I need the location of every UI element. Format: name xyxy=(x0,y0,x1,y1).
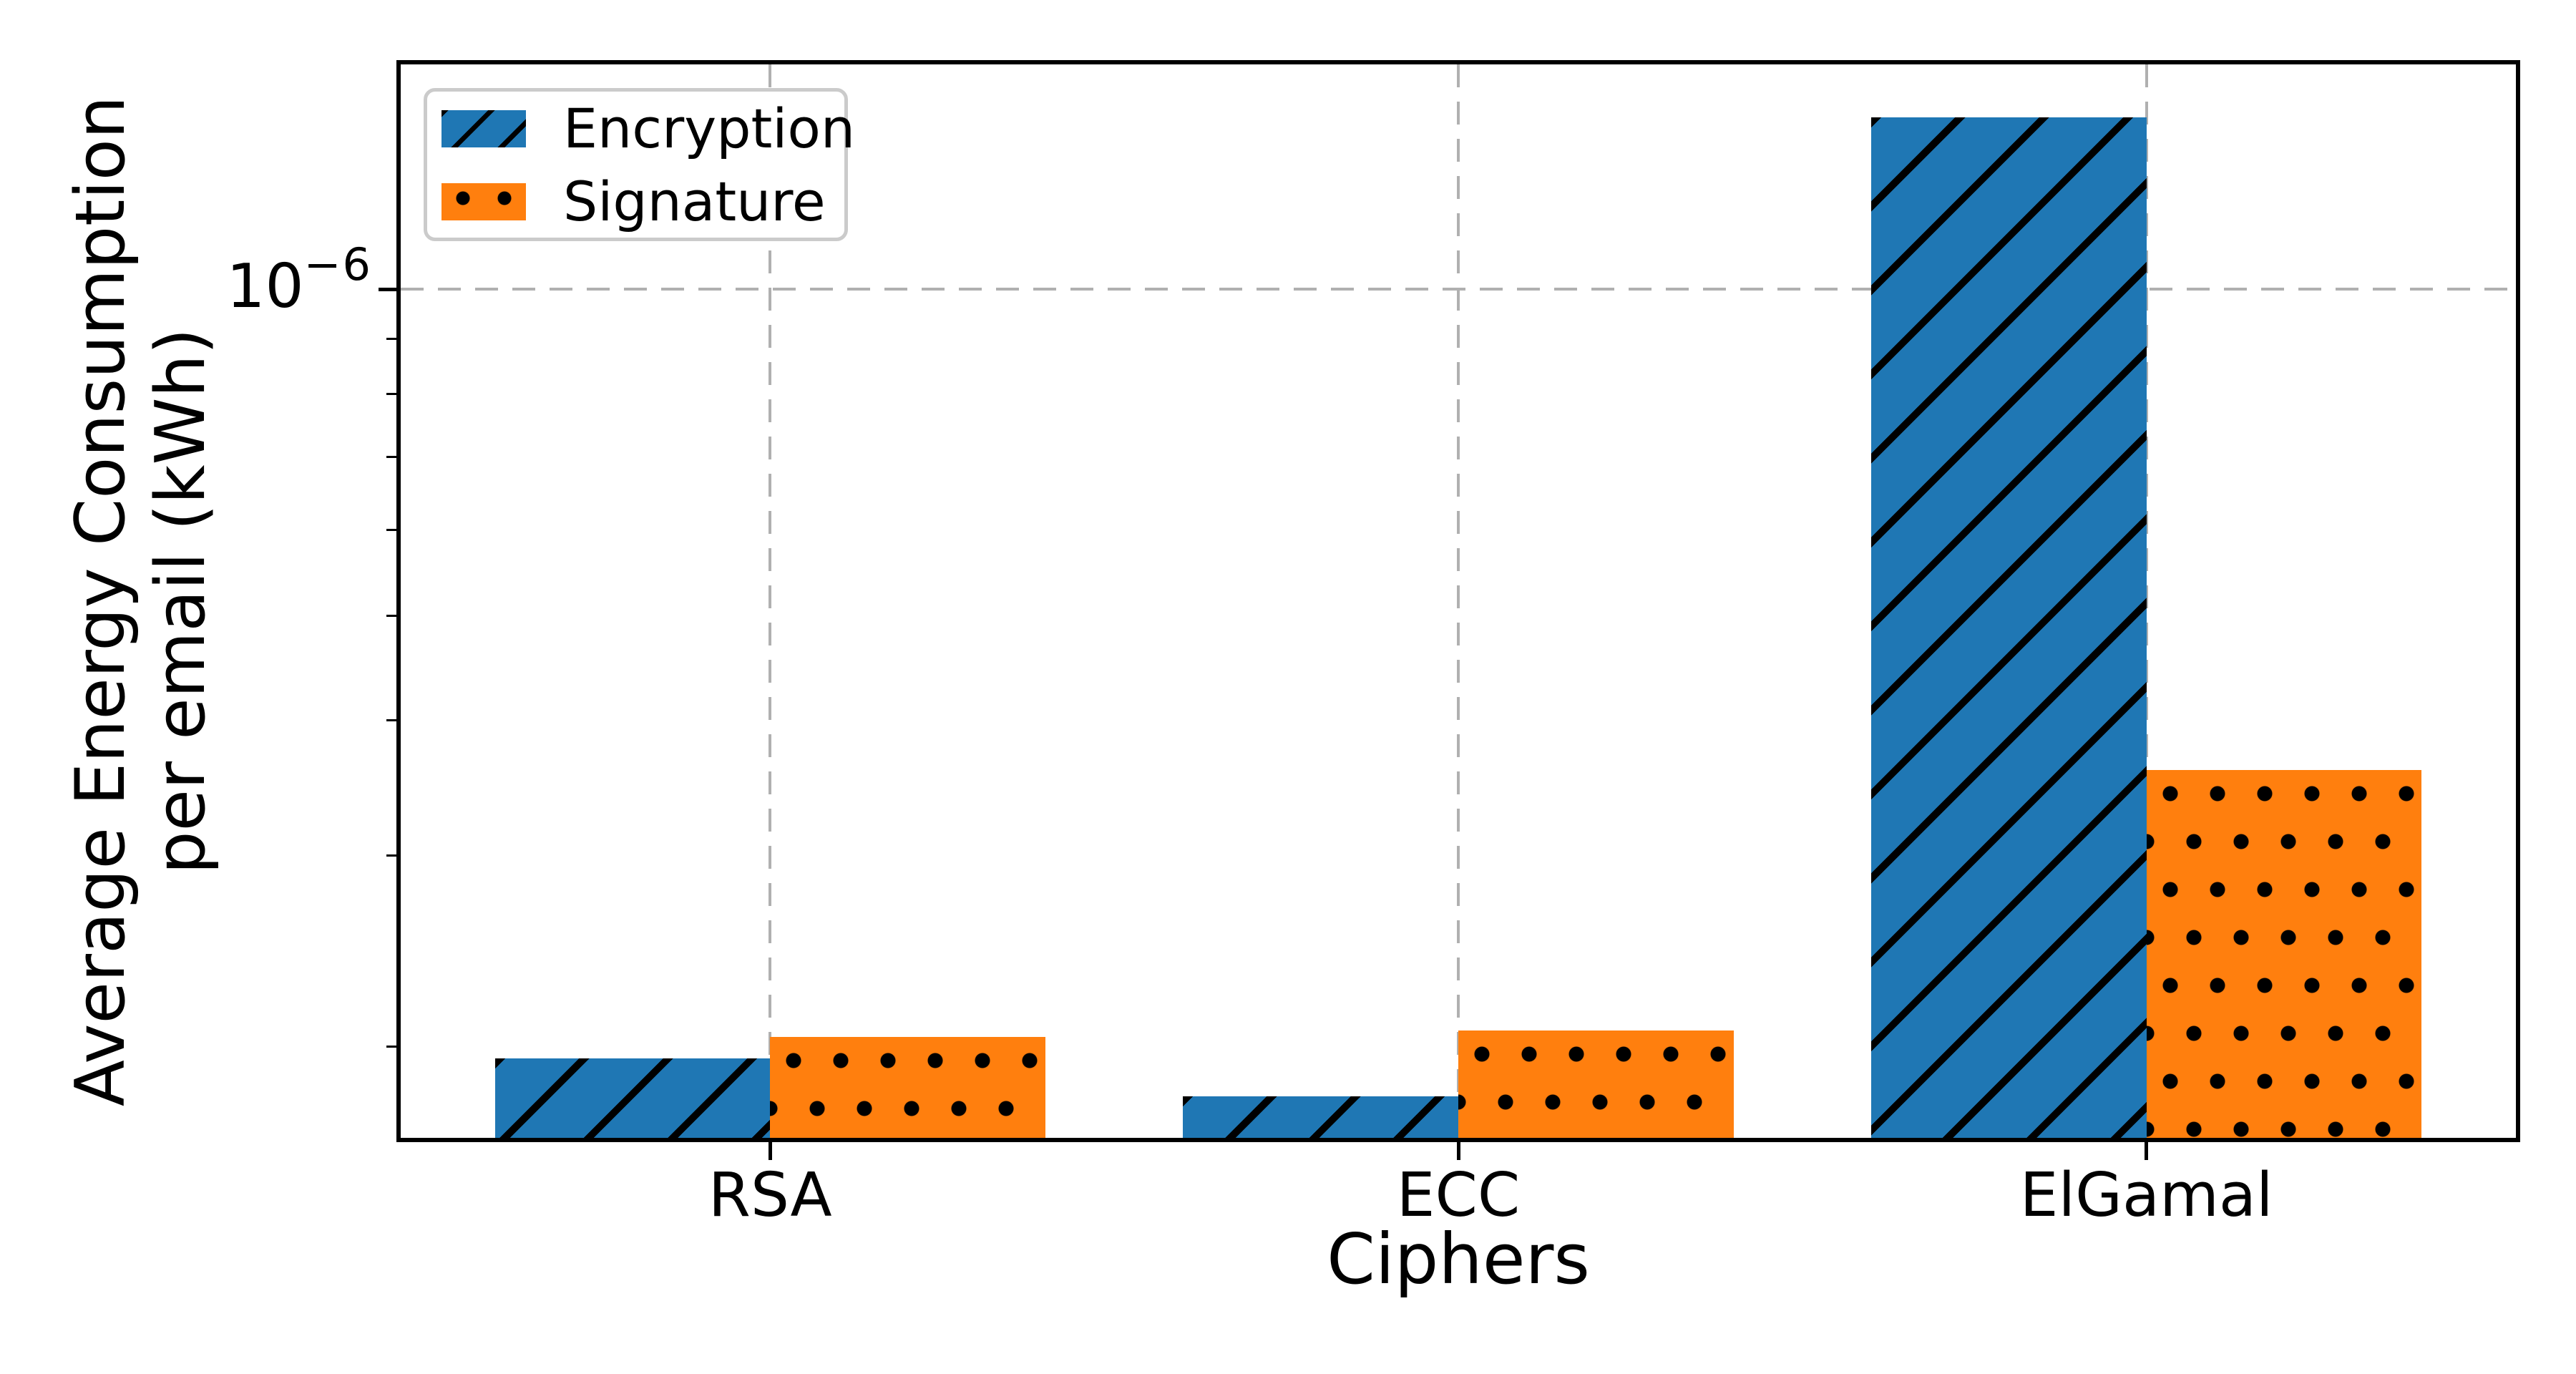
y-minor-tick-4e-7 xyxy=(386,719,396,722)
x-tick-ecc xyxy=(1456,1142,1460,1160)
x-axis-label: Ciphers xyxy=(1327,1219,1590,1300)
y-tick-exponent: −6 xyxy=(303,238,372,291)
xtick-label-ecc: ECC xyxy=(1396,1160,1521,1231)
gridline-x-elgamal xyxy=(2145,64,2148,1138)
y-minor-tick-5e-7 xyxy=(386,614,396,617)
x-tick-elgamal xyxy=(2145,1142,2149,1160)
y-minor-tick-9e-7 xyxy=(386,338,396,340)
legend-entry-signature: Signature xyxy=(441,175,826,229)
bar-encryption-ecc xyxy=(1183,1096,1458,1139)
encryption-hatch-swatch-icon xyxy=(441,110,526,147)
bar-signature-rsa xyxy=(770,1037,1045,1139)
y-axis-label-line-2: per email (kWh) xyxy=(142,328,220,874)
y-axis-label-line-1: Average Energy Consumption xyxy=(62,95,140,1107)
bar-encryption-rsa xyxy=(494,1058,771,1139)
legend: Encryption Signature xyxy=(424,88,855,241)
xtick-label-rsa: RSA xyxy=(708,1160,832,1231)
signature-dot-swatch-icon xyxy=(441,183,526,220)
y-axis-label: Average Energy Consumption per email (kW… xyxy=(61,96,221,1106)
gridline-x-rsa xyxy=(769,64,772,1138)
legend-label-signature: Signature xyxy=(563,170,826,233)
gridline-y-1e-6 xyxy=(401,288,2516,291)
y-minor-tick-6e-7 xyxy=(386,528,396,531)
y-minor-tick-3e-7 xyxy=(386,854,396,857)
gridline-x-ecc xyxy=(1457,64,1460,1138)
bar-encryption-elgamal xyxy=(1871,117,2147,1139)
y-tick-label-1e-6: 10−6 xyxy=(226,243,372,318)
x-tick-rsa xyxy=(768,1142,772,1160)
y-minor-tick-7e-7 xyxy=(386,456,396,459)
y-minor-tick-2e-7 xyxy=(386,1046,396,1048)
legend-entry-encryption: Encryption xyxy=(441,102,855,156)
y-major-tick-1e-6 xyxy=(379,287,396,291)
bar-signature-elgamal xyxy=(2146,770,2422,1139)
bar-signature-ecc xyxy=(1458,1030,1734,1139)
xtick-label-elgamal: ElGamal xyxy=(2019,1160,2273,1231)
y-tick-base: 10 xyxy=(226,251,304,322)
y-minor-tick-8e-7 xyxy=(386,393,396,396)
legend-label-encryption: Encryption xyxy=(563,97,856,160)
